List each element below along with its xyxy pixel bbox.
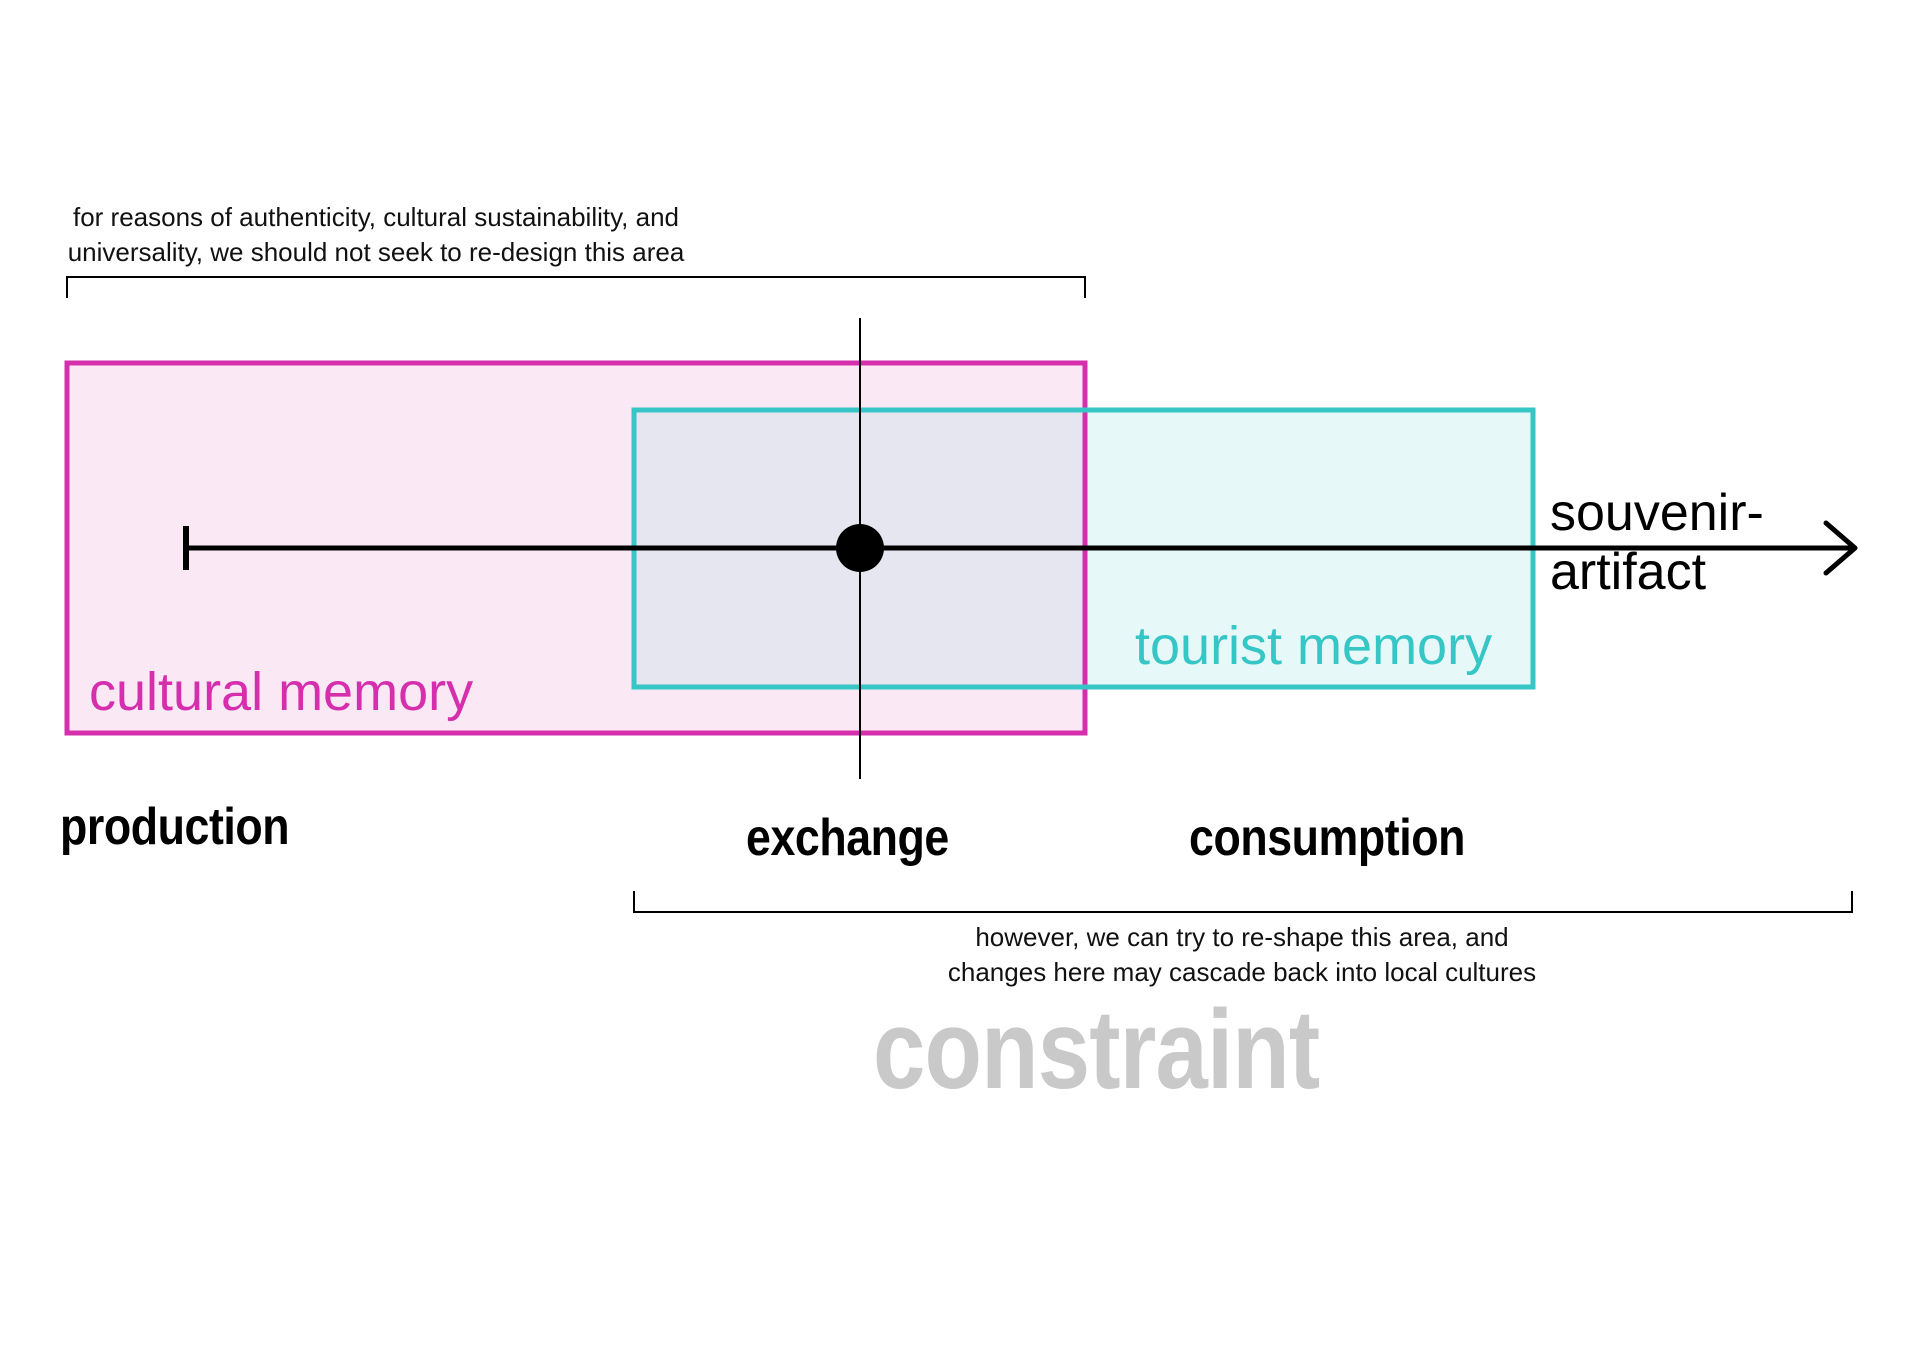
bottom-note: however, we can try to re-shape this are… bbox=[948, 920, 1536, 990]
timeline-arrowhead bbox=[1823, 520, 1858, 576]
stage-consumption: consumption bbox=[1189, 809, 1465, 867]
souvenir-artifact-label: souvenir- artifact bbox=[1550, 484, 1764, 602]
top-note: for reasons of authenticity, cultural su… bbox=[68, 200, 685, 270]
stage-production: production bbox=[60, 798, 290, 856]
cultural-memory-label: cultural memory bbox=[89, 662, 474, 722]
constraint-title: constraint bbox=[873, 987, 1320, 1112]
stage-exchange: exchange bbox=[746, 809, 949, 867]
top-note-line-2: universality, we should not seek to re-d… bbox=[67, 237, 685, 267]
top-note-line-1: for reasons of authenticity, cultural su… bbox=[72, 202, 680, 232]
bottom-note-line-1: however, we can try to re-shape this are… bbox=[975, 922, 1509, 952]
souvenir-artifact-line-1: souvenir- bbox=[1550, 484, 1764, 542]
top-bracket bbox=[66, 276, 1086, 298]
bottom-bracket bbox=[633, 891, 1853, 913]
tourist-memory-label: tourist memory bbox=[1135, 616, 1493, 676]
bottom-note-line-2: changes here may cascade back into local… bbox=[947, 957, 1537, 987]
souvenir-artifact-line-2: artifact bbox=[1550, 543, 1707, 601]
exchange-point bbox=[836, 524, 884, 572]
